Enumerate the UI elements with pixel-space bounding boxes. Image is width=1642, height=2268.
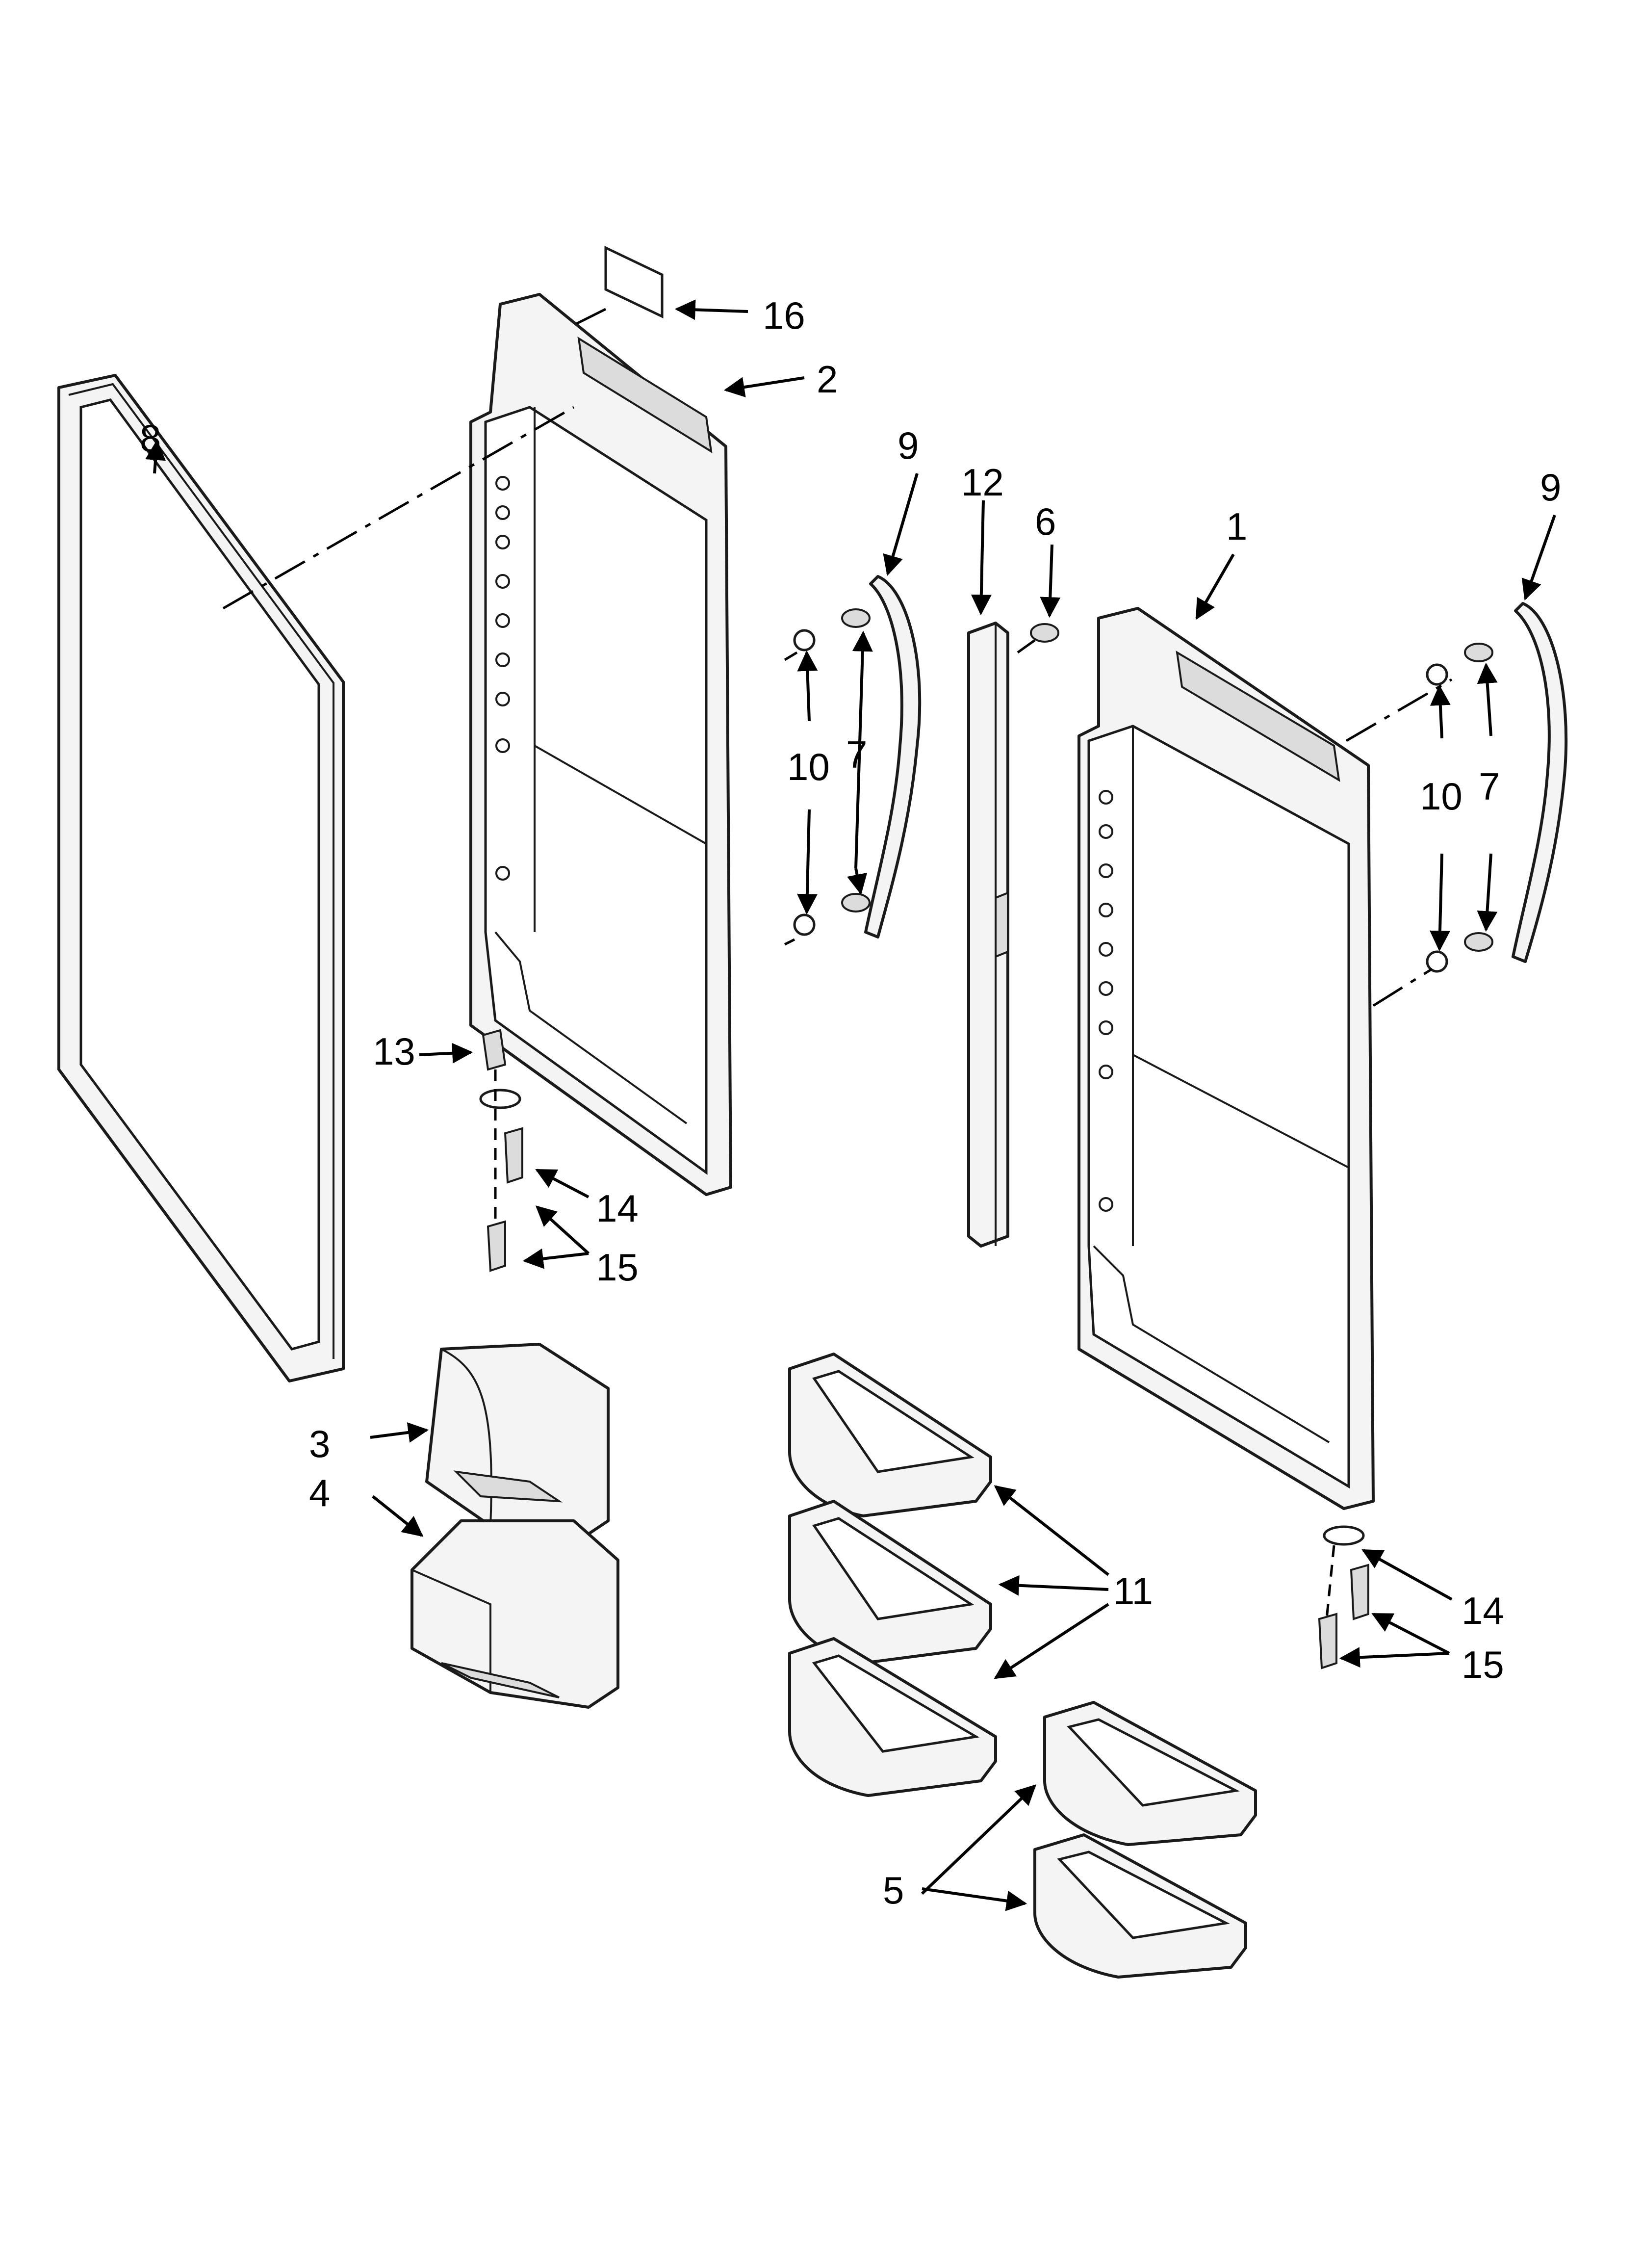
left-door-part <box>469 293 732 1196</box>
callout-14-right: 14 <box>1462 1589 1504 1632</box>
ice-cover-part <box>425 1343 610 1542</box>
callout-10-left: 10 <box>787 745 830 788</box>
callout-13: 13 <box>373 1030 415 1073</box>
callout-11: 11 <box>1113 1569 1153 1613</box>
small-bins-part <box>1033 1701 1257 1979</box>
callout-4: 4 <box>309 1471 330 1514</box>
callout-1: 1 <box>1226 505 1247 548</box>
callout-3: 3 <box>309 1422 330 1465</box>
callout-9-left: 9 <box>898 424 919 467</box>
callout-16: 16 <box>763 294 805 337</box>
label-part <box>604 246 664 318</box>
callout-15-right: 15 <box>1462 1643 1504 1686</box>
callout-labels: 16 2 8 9 12 6 1 9 10 7 10 7 13 14 15 3 4… <box>140 294 1561 1912</box>
door-bins-part <box>788 1353 997 1797</box>
handle-screws-part <box>841 608 1493 952</box>
callout-12: 12 <box>961 461 1004 504</box>
callout-14-left: 14 <box>596 1187 639 1230</box>
callout-7-left: 7 <box>846 733 867 776</box>
right-handle-part <box>1512 602 1568 963</box>
left-handle-part <box>864 575 922 938</box>
right-door-part <box>1078 607 1375 1510</box>
callout-8: 8 <box>140 417 161 460</box>
callout-6: 6 <box>1035 500 1056 543</box>
mullion-part <box>967 622 1009 1248</box>
hinge-hardware-part <box>479 1029 1369 1669</box>
leader-arrows <box>145 299 1556 1911</box>
callout-5: 5 <box>883 1869 904 1912</box>
right-door-shelf-slots <box>1099 790 1113 1212</box>
callout-2: 2 <box>817 358 838 401</box>
assembly-lines <box>222 308 1453 1619</box>
callout-9-right: 9 <box>1540 466 1561 509</box>
left-door-shelf-slots <box>495 476 510 881</box>
callout-15-left: 15 <box>596 1246 639 1289</box>
handle-spacers-part <box>793 629 1448 973</box>
door-gasket-part <box>57 374 345 1382</box>
ice-drawer-part <box>410 1519 619 1709</box>
callout-10-right: 10 <box>1420 775 1462 818</box>
callout-7-right: 7 <box>1479 765 1500 808</box>
